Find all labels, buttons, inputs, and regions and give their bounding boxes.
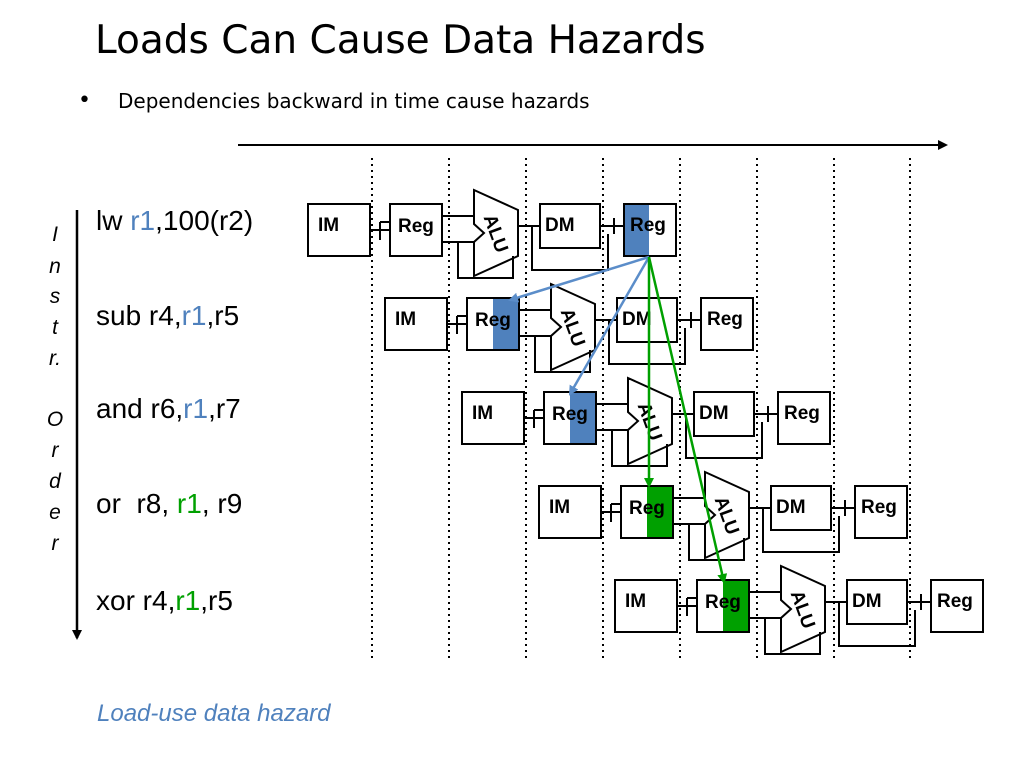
hazard-note: Load-use data hazard bbox=[97, 700, 331, 727]
reg-write-box bbox=[777, 391, 831, 445]
reg-read-label: Reg bbox=[705, 592, 741, 613]
register-r1: r1 bbox=[175, 585, 201, 616]
forward-arrow-xor bbox=[647, 256, 728, 584]
alu-shape bbox=[780, 564, 826, 654]
instr-order-letter: r bbox=[51, 532, 59, 555]
pipeline-wire bbox=[611, 430, 668, 467]
instruction-2: sub r4,r1,r5 bbox=[96, 300, 239, 332]
instruction-text: ,100(r2) bbox=[155, 205, 254, 236]
im-label: IM bbox=[318, 215, 339, 236]
dm-label: DM bbox=[545, 215, 575, 236]
im-box bbox=[307, 203, 371, 257]
reg-read-highlight bbox=[493, 299, 518, 349]
reg-write-label: Reg bbox=[707, 309, 743, 330]
instr-order-letter: t bbox=[52, 316, 58, 339]
hazard-arrow-and bbox=[568, 256, 651, 396]
register-r1: r1 bbox=[181, 300, 207, 331]
instruction-text: ,r7 bbox=[208, 393, 241, 424]
dm-label: DM bbox=[776, 497, 806, 518]
reg-write-label: Reg bbox=[784, 403, 820, 424]
instruction-5: xor r4,r1,r5 bbox=[96, 585, 233, 617]
reg-read-outline bbox=[466, 297, 520, 351]
reg-write-label: Reg bbox=[630, 215, 666, 236]
instruction-3: and r6,r1,r7 bbox=[96, 393, 241, 425]
reg-read-highlight bbox=[723, 581, 748, 631]
dm-label: DM bbox=[699, 403, 729, 424]
instruction-text: lw bbox=[96, 205, 131, 236]
pipeline-wire bbox=[764, 618, 821, 655]
instr-order-letter: s bbox=[49, 285, 61, 308]
bullet-marker: • bbox=[78, 88, 91, 113]
im-box bbox=[614, 579, 678, 633]
instruction-text: ,r5 bbox=[200, 585, 233, 616]
instr-order-letter: r bbox=[51, 439, 59, 462]
pipeline-wire bbox=[457, 242, 514, 279]
pipeline-row-3: ALU bbox=[461, 376, 831, 467]
reg-read-box bbox=[389, 203, 443, 257]
reg-write-label: Reg bbox=[937, 591, 973, 612]
pipeline-wire bbox=[531, 226, 609, 271]
im-box bbox=[384, 297, 448, 351]
slide-title: Loads Can Cause Data Hazards bbox=[95, 18, 706, 63]
instr-order-letter: I bbox=[52, 223, 58, 246]
alu-shape bbox=[473, 188, 519, 278]
reg-read-label: Reg bbox=[398, 216, 434, 237]
reg-read-highlight bbox=[570, 393, 595, 443]
register-r1: r1 bbox=[130, 205, 156, 236]
pipeline-wire bbox=[608, 320, 686, 365]
reg-read-label: Reg bbox=[475, 310, 511, 331]
reg-write-label: Reg bbox=[861, 497, 897, 518]
instruction-text: or r8, bbox=[96, 488, 177, 519]
reg-read-highlight bbox=[647, 487, 672, 537]
pipeline-wire bbox=[838, 602, 916, 647]
instr-order-letter: n bbox=[49, 255, 61, 278]
pipeline-wire bbox=[685, 414, 763, 459]
instruction-text: and r6, bbox=[96, 393, 184, 424]
pipeline-row-4: ALU bbox=[538, 470, 908, 561]
instruction-1: lw r1,100(r2) bbox=[96, 205, 253, 237]
instr-order-letter: e bbox=[49, 501, 61, 524]
instr-order-letter: r. bbox=[48, 347, 62, 370]
im-label: IM bbox=[549, 497, 570, 518]
reg-write-box bbox=[930, 579, 984, 633]
reg-read-label: Reg bbox=[629, 498, 665, 519]
register-r1: r1 bbox=[176, 488, 202, 519]
hazard-arrow-sub bbox=[508, 255, 650, 303]
dm-label: DM bbox=[622, 309, 652, 330]
im-label: IM bbox=[472, 403, 493, 424]
instruction-text: ,r5 bbox=[206, 300, 240, 331]
bullet-text: Dependencies backward in time cause haza… bbox=[118, 89, 590, 113]
register-r1: r1 bbox=[183, 393, 209, 424]
pipeline-row-5: ALU bbox=[614, 564, 984, 655]
reg-write-box bbox=[700, 297, 754, 351]
pipeline-row-2: ALU bbox=[384, 282, 754, 373]
instruction-text: sub r4, bbox=[96, 300, 182, 331]
dm-box bbox=[770, 485, 832, 531]
pipeline-wire bbox=[762, 508, 840, 553]
alu-shape bbox=[550, 282, 596, 372]
instr-order-letter: O bbox=[46, 408, 64, 431]
instr-order-letter: d bbox=[49, 470, 61, 493]
dm-box bbox=[539, 203, 601, 249]
instruction-4: or r8, r1, r9 bbox=[96, 488, 242, 520]
dm-label: DM bbox=[852, 591, 882, 612]
instruction-text: , r9 bbox=[201, 488, 243, 519]
instruction-text: xor r4, bbox=[96, 585, 176, 616]
reg-write-box bbox=[854, 485, 908, 539]
reg-write-outline bbox=[623, 203, 677, 257]
im-label: IM bbox=[395, 309, 416, 330]
reg-write-highlight bbox=[625, 205, 649, 255]
reg-read-label: Reg bbox=[552, 404, 588, 425]
pipeline-row-1: ALU bbox=[307, 188, 677, 279]
pipeline-wire bbox=[688, 524, 745, 561]
im-label: IM bbox=[625, 591, 646, 612]
